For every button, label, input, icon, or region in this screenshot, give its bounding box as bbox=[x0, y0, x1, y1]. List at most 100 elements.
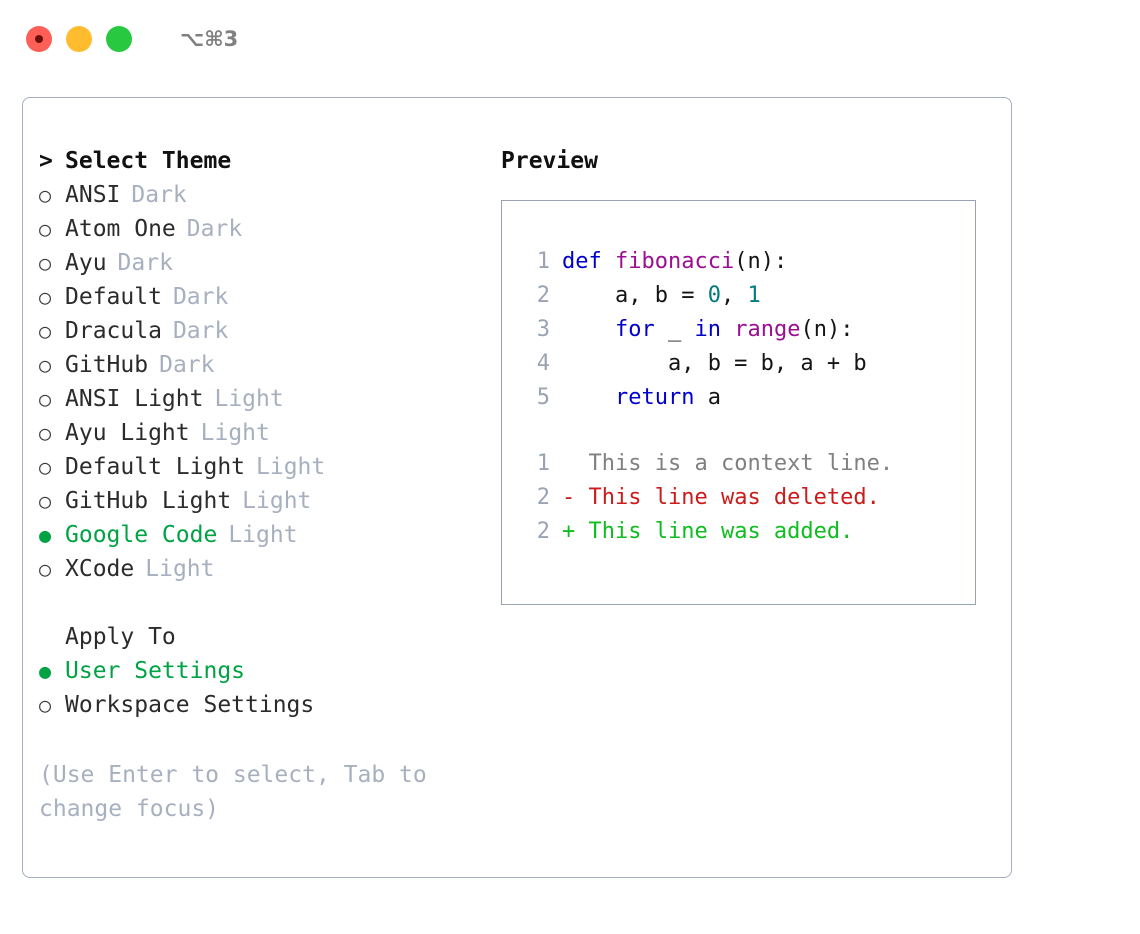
radio-unselected-icon[interactable]: ○ bbox=[39, 285, 52, 309]
theme-item-kind: Dark bbox=[131, 182, 187, 208]
code-line: 3 for _ in range(n): bbox=[520, 313, 975, 347]
theme-list-item[interactable]: ○ Atom One Dark bbox=[39, 212, 489, 246]
radio-unselected-icon[interactable]: ○ bbox=[39, 319, 52, 343]
line-number: 5 bbox=[536, 385, 550, 410]
theme-item-name: Default bbox=[65, 284, 162, 310]
diff-sign: + bbox=[562, 519, 589, 544]
theme-picker-title: Select Theme bbox=[65, 148, 232, 174]
window-controls bbox=[26, 26, 132, 52]
radio-unselected-icon[interactable]: ○ bbox=[39, 693, 52, 717]
maximize-window-icon[interactable] bbox=[106, 26, 132, 52]
diff-text: This line was deleted. bbox=[588, 485, 880, 510]
apply-to-list: ●User Settings○Workspace Settings bbox=[39, 654, 489, 722]
apply-to-option[interactable]: ○Workspace Settings bbox=[39, 688, 489, 722]
theme-item-name: Default Light bbox=[65, 454, 246, 480]
theme-item-name: Ayu bbox=[65, 250, 107, 276]
theme-item-kind: Light bbox=[256, 454, 326, 480]
diff-line-content: - This line was deleted. bbox=[562, 481, 880, 515]
theme-item-name: GitHub bbox=[65, 352, 149, 378]
radio-unselected-icon[interactable]: ○ bbox=[39, 217, 52, 241]
apply-to-label: Apply To bbox=[65, 624, 176, 650]
code-token-plain bbox=[562, 385, 615, 410]
minimize-window-icon[interactable] bbox=[66, 26, 92, 52]
title-bar: ⌥⌘3 bbox=[0, 0, 1140, 78]
diff-sign bbox=[562, 451, 589, 476]
line-number: 3 bbox=[536, 317, 550, 342]
keyboard-hint: (Use Enter to select, Tab to change focu… bbox=[39, 762, 427, 822]
code-line: 4 a, b = b, a + b bbox=[520, 347, 975, 381]
radio-unselected-icon[interactable]: ○ bbox=[39, 557, 52, 581]
radio-selected-icon[interactable]: ● bbox=[39, 523, 52, 547]
apply-to-option[interactable]: ●User Settings bbox=[39, 654, 489, 688]
theme-list-item[interactable]: ○ GitHub Light Light bbox=[39, 484, 489, 518]
theme-item-name: ANSI bbox=[65, 182, 121, 208]
theme-item-name: XCode bbox=[65, 556, 135, 582]
code-token-fn: range bbox=[734, 317, 801, 342]
code-token-kw: in bbox=[694, 317, 721, 342]
theme-item-name: Ayu Light bbox=[65, 420, 190, 446]
code-token-plain bbox=[562, 317, 615, 342]
radio-unselected-icon[interactable]: ○ bbox=[39, 421, 52, 445]
code-token-kw: for bbox=[614, 317, 655, 342]
theme-list-item[interactable]: ○ Default Light Light bbox=[39, 450, 489, 484]
diff-line-number: 2 bbox=[536, 519, 550, 544]
diff-sign: - bbox=[562, 485, 589, 510]
diff-line: 2- This line was deleted. bbox=[520, 481, 975, 515]
diff-sample: 1 This is a context line.2- This line wa… bbox=[520, 447, 975, 549]
code-line-content: return a bbox=[562, 381, 721, 415]
code-line: 2 a, b = 0, 1 bbox=[520, 279, 975, 313]
theme-list-item[interactable]: ○ ANSI Dark bbox=[39, 178, 489, 212]
line-number: 2 bbox=[536, 283, 550, 308]
theme-item-name: GitHub Light bbox=[65, 488, 232, 514]
code-diff-separator bbox=[520, 415, 975, 447]
diff-line-content: + This line was added. bbox=[562, 515, 853, 549]
code-line-content: for _ in range(n): bbox=[562, 313, 853, 347]
theme-item-kind: Light bbox=[145, 556, 215, 582]
diff-line: 1 This is a context line. bbox=[520, 447, 975, 481]
diff-text: This is a context line. bbox=[588, 451, 894, 476]
code-token-plain: a, b = b, a + b bbox=[562, 351, 867, 376]
radio-unselected-icon[interactable]: ○ bbox=[39, 353, 52, 377]
close-window-icon[interactable] bbox=[26, 26, 52, 52]
theme-list-item[interactable]: ● Google Code Light bbox=[39, 518, 489, 552]
radio-unselected-icon[interactable]: ○ bbox=[39, 251, 52, 275]
radio-unselected-icon[interactable]: ○ bbox=[39, 489, 52, 513]
list-spacer bbox=[39, 586, 489, 620]
diff-line-content: This is a context line. bbox=[562, 447, 894, 481]
code-token-plain: _ bbox=[654, 317, 695, 342]
theme-item-kind: Light bbox=[200, 420, 270, 446]
theme-list-item[interactable]: ○ XCode Light bbox=[39, 552, 489, 586]
theme-item-kind: Light bbox=[228, 522, 298, 548]
theme-item-name: Google Code bbox=[65, 522, 218, 548]
theme-item-kind: Dark bbox=[172, 284, 229, 310]
theme-list-item[interactable]: ○ Ayu Light Light bbox=[39, 416, 489, 450]
code-token-num: 1 bbox=[747, 283, 761, 308]
theme-list-item[interactable]: ○ Default Dark bbox=[39, 280, 489, 314]
code-token-plain: a bbox=[694, 385, 721, 410]
theme-item-kind: Light bbox=[242, 488, 312, 514]
code-token-plain: , bbox=[720, 283, 748, 308]
radio-unselected-icon[interactable]: ○ bbox=[39, 183, 52, 207]
code-line-content: a, b = 0, 1 bbox=[562, 279, 761, 313]
radio-unselected-icon[interactable]: ○ bbox=[39, 455, 52, 479]
radio-selected-icon[interactable]: ● bbox=[39, 659, 52, 683]
theme-item-name: Atom One bbox=[65, 216, 176, 242]
apply-to-header: Apply To bbox=[39, 620, 489, 654]
radio-unselected-icon[interactable]: ○ bbox=[39, 387, 52, 411]
keyboard-shortcut-label: ⌥⌘3 bbox=[180, 27, 239, 51]
code-token-plain bbox=[721, 317, 734, 342]
theme-item-name: Dracula bbox=[65, 318, 162, 344]
theme-item-kind: Dark bbox=[186, 216, 243, 242]
theme-item-kind: Light bbox=[214, 386, 284, 412]
theme-picker-header: > Select Theme bbox=[39, 144, 489, 178]
line-number: 1 bbox=[536, 249, 550, 274]
